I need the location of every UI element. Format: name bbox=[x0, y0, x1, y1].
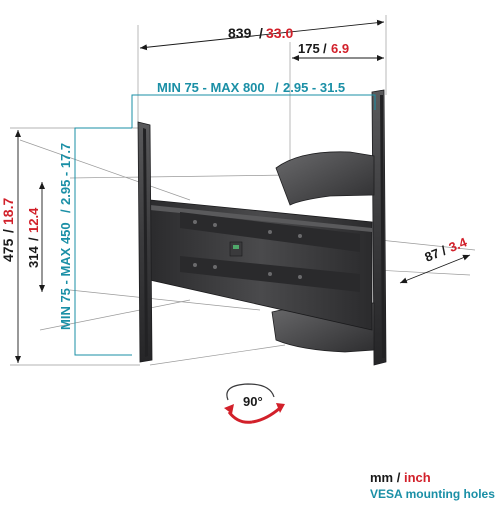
total-height-mm: 475 bbox=[0, 238, 16, 262]
rotation-label: 90° bbox=[243, 394, 263, 409]
total-height-inch: 18.7 bbox=[0, 198, 16, 225]
svg-text:/: / bbox=[259, 25, 263, 41]
legend-inch: inch bbox=[404, 470, 431, 485]
offset-width-mm: 175 bbox=[298, 41, 320, 56]
svg-text:/: / bbox=[26, 237, 41, 241]
mount-height-mm: 314 bbox=[26, 246, 41, 268]
dim-vesa-horizontal: MIN 75 - MAX 800 / 2.95 - 31.5 bbox=[157, 80, 345, 95]
dim-mount-height: 314 / 12.4 bbox=[26, 182, 45, 292]
dim-vesa-vertical: MIN 75 - MAX 450 / 2.95 - 17.7 bbox=[58, 143, 73, 330]
svg-text:/: / bbox=[58, 209, 73, 213]
wall-plate bbox=[371, 89, 387, 366]
tv-bracket bbox=[137, 121, 153, 363]
vesa-horizontal-mm: MIN 75 - MAX 800 bbox=[157, 80, 265, 95]
vesa-outline bbox=[74, 94, 376, 356]
svg-text:/: / bbox=[323, 41, 327, 56]
rotate-left-arrow-icon bbox=[224, 404, 234, 414]
svg-text:/: / bbox=[439, 243, 448, 258]
legend-units: mm / inch bbox=[370, 470, 498, 485]
total-width-mm: 839 bbox=[228, 25, 252, 41]
total-width-inch: 33.0 bbox=[266, 25, 293, 41]
rotate-right-arrow-icon bbox=[276, 403, 285, 413]
dim-depth: 87 / 3.4 bbox=[399, 234, 471, 284]
depth-mm: 87 bbox=[423, 245, 442, 264]
vesa-horizontal-inch: 2.95 - 31.5 bbox=[283, 80, 345, 95]
legend-separator: / bbox=[396, 470, 401, 485]
svg-text:/: / bbox=[0, 229, 16, 233]
vesa-vertical-inch: 2.95 - 17.7 bbox=[58, 143, 73, 205]
dim-offset-width: 175 / 6.9 bbox=[292, 41, 384, 61]
legend-mm: mm bbox=[370, 470, 394, 485]
vesa-vertical-mm: MIN 75 - MAX 450 bbox=[58, 222, 73, 330]
offset-width-inch: 6.9 bbox=[331, 41, 349, 56]
rotation-indicator: 90° bbox=[224, 383, 285, 424]
legend-vesa: VESA mounting holes bbox=[370, 487, 495, 501]
horizontal-rail bbox=[149, 199, 373, 331]
depth-inch: 3.4 bbox=[447, 234, 470, 255]
guide-lines bbox=[10, 15, 476, 366]
legend: mm / inch VESA mounting holes bbox=[370, 470, 498, 501]
dim-total-height: 475 / 18.7 bbox=[0, 130, 21, 363]
svg-text:/: / bbox=[275, 80, 279, 95]
dim-total-width: 839 / 33.0 bbox=[139, 19, 385, 51]
mount-height-inch: 12.4 bbox=[26, 207, 41, 233]
